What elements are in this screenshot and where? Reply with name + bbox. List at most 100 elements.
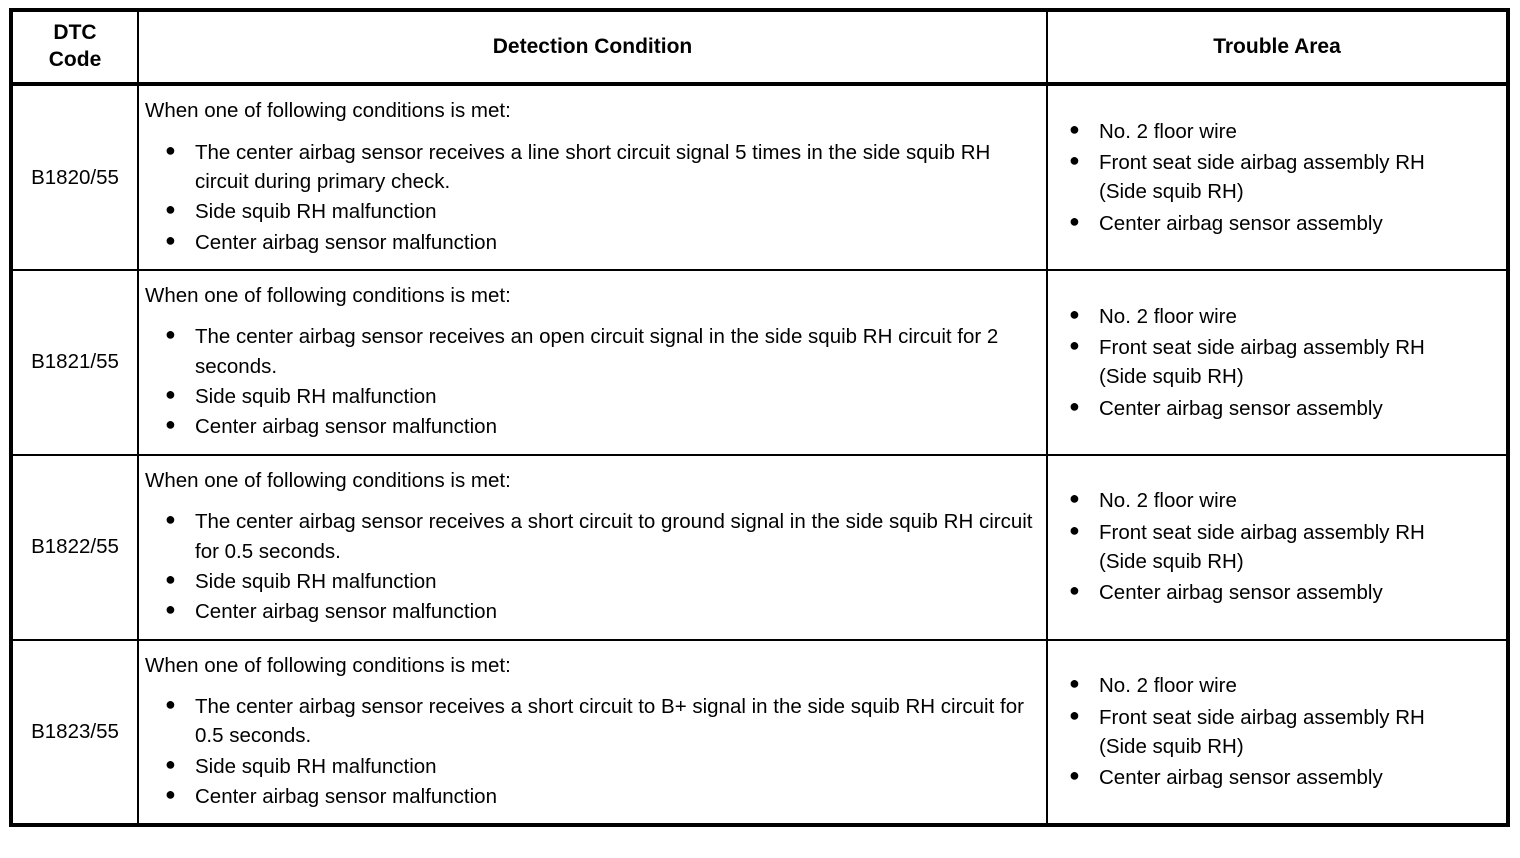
trouble-area-text: No. 2 floor wire bbox=[1099, 489, 1237, 513]
trouble-area-text: Center airbag sensor assembly bbox=[1099, 211, 1383, 235]
detection-condition-text: Center airbag sensor malfunction bbox=[195, 415, 497, 439]
detection-condition-text: Center airbag sensor malfunction bbox=[195, 785, 497, 809]
detection-condition-item: ●Side squib RH malfunction bbox=[165, 382, 1036, 411]
trouble-area-item: ●Front seat side airbag assembly RH(Side… bbox=[1069, 518, 1498, 577]
detection-condition-item: ● The center airbag sensor receives a sho… bbox=[165, 507, 1036, 566]
bullet-icon: ● bbox=[165, 509, 176, 530]
trouble-area-item: ● Center airbag sensor assembly bbox=[1069, 578, 1498, 607]
table-row: B1820/55 When one of following conditions… bbox=[11, 84, 1508, 270]
bullet-icon: ● bbox=[165, 753, 176, 774]
bullet-icon: ● bbox=[165, 139, 176, 160]
header-row: DTC Code Detection Condition Trouble Are… bbox=[11, 10, 1508, 86]
trouble-area-text: Front seat side airbag assembly RH bbox=[1099, 705, 1425, 729]
bullet-icon: ● bbox=[1069, 704, 1080, 725]
detection-condition-cell: When one of following conditions is met:… bbox=[138, 84, 1048, 270]
trouble-area-item: ● No. 2 floor wire bbox=[1069, 302, 1498, 331]
detection-condition-text: The center airbag sensor receives a line… bbox=[195, 140, 991, 193]
detection-condition-item: ●Center airbag sensor malfunction bbox=[165, 597, 1036, 626]
dtc-code-cell: B1822/55 bbox=[11, 453, 139, 640]
bullet-icon: ● bbox=[1069, 150, 1080, 171]
bullet-icon: ● bbox=[1069, 118, 1080, 139]
trouble-area-list: ● No. 2 floor wire ● Front seat side airbag… bbox=[1069, 302, 1498, 423]
bullet-icon: ● bbox=[1069, 303, 1080, 324]
dtc-code-cell: B1820/55 bbox=[11, 84, 139, 270]
column-header-dtc-code-line2: Code bbox=[48, 48, 102, 71]
trouble-area-item: ● No. 2 floor wire bbox=[1069, 671, 1498, 700]
table-header: DTC Code Detection Condition Trouble Are… bbox=[11, 10, 1508, 86]
trouble-area-list: ● No. 2 floor wire ● Front seat side airbag… bbox=[1069, 671, 1498, 792]
detection-condition-list: ● The center airbag sensor receives a sho… bbox=[165, 692, 1036, 811]
trouble-area-item: ●Center airbag sensor assembly bbox=[1069, 394, 1498, 423]
detection-condition-item: ● Center airbag sensor malfunction bbox=[165, 782, 1036, 811]
dtc-code-value: B1820/55 bbox=[31, 165, 119, 189]
trouble-area-subline: (Side squib RH) bbox=[1099, 365, 1244, 389]
dtc-code-value: B1823/55 bbox=[31, 720, 119, 744]
trouble-area-item: ● No. 2 floor wire bbox=[1069, 486, 1498, 515]
trouble-area-text: Front seat side airbag assembly RH bbox=[1099, 151, 1425, 175]
table-row: B1821/55 When one of following conditions… bbox=[11, 268, 1508, 455]
detection-condition-text: Side squib RH malfunction bbox=[195, 569, 437, 593]
dtc-code-value: B1821/55 bbox=[31, 350, 119, 374]
detection-condition-text: The center airbag sensor receives an ope… bbox=[195, 325, 999, 378]
bullet-icon: ● bbox=[1069, 210, 1080, 231]
detection-condition-cell: When one of following conditions is met:… bbox=[138, 453, 1048, 640]
detection-intro-text: When one of following conditions is met: bbox=[145, 653, 511, 677]
trouble-area-subline: (Side squib RH) bbox=[1099, 180, 1244, 204]
trouble-area-text: Front seat side airbag assembly RH bbox=[1099, 335, 1425, 359]
trouble-area-cell: ● No. 2 floor wire ● Front seat side airbag… bbox=[1047, 268, 1508, 455]
trouble-area-text: Center airbag sensor assembly bbox=[1099, 581, 1383, 605]
trouble-area-item: ● Front seat side airbag assembly RH (Side… bbox=[1069, 333, 1498, 392]
detection-condition-text: Side squib RH malfunction bbox=[195, 385, 437, 409]
column-header-dtc-code-line1: DTC bbox=[53, 21, 97, 45]
trouble-area-subline: (Side squib RH) bbox=[1099, 550, 1244, 574]
detection-condition-text: The center airbag sensor receives a shor… bbox=[195, 695, 1024, 748]
bullet-icon: ● bbox=[1069, 488, 1080, 509]
trouble-area-item: ● Front seat side airbag assembly RH (Side… bbox=[1069, 703, 1498, 762]
bullet-icon: ● bbox=[165, 599, 176, 620]
column-header-dtc-code: DTC Code bbox=[11, 10, 139, 86]
bullet-icon: ● bbox=[165, 229, 176, 250]
detection-condition-text: Center airbag sensor malfunction bbox=[195, 230, 497, 254]
dtc-code-cell: B1823/55 bbox=[11, 638, 139, 826]
dtc-detection-table: DTC Code Detection Condition Trouble Are… bbox=[9, 8, 1510, 828]
detection-condition-cell: When one of following conditions is met:… bbox=[138, 268, 1048, 455]
column-header-trouble-area: Trouble Area bbox=[1047, 10, 1508, 86]
table-row: B1823/55 When one of following conditions… bbox=[11, 638, 1508, 826]
trouble-area-item: ● Center airbag sensor assembly bbox=[1069, 209, 1498, 238]
bullet-icon: ● bbox=[165, 568, 176, 589]
trouble-area-cell: ● No. 2 floor wire ● Front seat side airbag… bbox=[1047, 84, 1508, 270]
trouble-area-subline: (Side squib RH) bbox=[1099, 734, 1244, 758]
detection-condition-item: ● Center airbag sensor malfunction bbox=[165, 228, 1036, 257]
detection-condition-item: ● The center airbag sensor receives a lin… bbox=[165, 138, 1036, 197]
detection-condition-list: ● The center airbag sensor receives a lin… bbox=[165, 138, 1036, 257]
bullet-icon: ● bbox=[1069, 580, 1080, 601]
trouble-area-list: ● No. 2 floor wire ● Front seat side airbag… bbox=[1069, 117, 1498, 238]
bullet-icon: ● bbox=[1069, 334, 1080, 355]
dtc-code-cell: B1821/55 bbox=[11, 268, 139, 455]
detection-condition-item: ● The center airbag sensor receives a sho… bbox=[165, 692, 1036, 751]
dtc-code-value: B1822/55 bbox=[31, 535, 119, 559]
bullet-icon: ● bbox=[1069, 395, 1080, 416]
trouble-area-text: No. 2 floor wire bbox=[1099, 304, 1237, 328]
bullet-icon: ● bbox=[1069, 765, 1080, 786]
table-row: B1822/55 When one of following conditions… bbox=[11, 453, 1508, 640]
bullet-icon: ● bbox=[165, 199, 176, 220]
bullet-icon: ● bbox=[1069, 673, 1080, 694]
trouble-area-text: No. 2 floor wire bbox=[1099, 674, 1237, 698]
trouble-area-item: ● No. 2 floor wire bbox=[1069, 117, 1498, 146]
detection-condition-list: ● The center airbag sensor receives a sho… bbox=[165, 507, 1036, 626]
detection-condition-item: ● Side squib RH malfunction bbox=[165, 567, 1036, 596]
bullet-icon: ● bbox=[165, 694, 176, 715]
detection-condition-list: ● The center airbag sensor receives an op… bbox=[165, 322, 1036, 441]
detection-intro-text: When one of following conditions is met: bbox=[145, 283, 511, 307]
trouble-area-item: ● Front seat side airbag assembly RH (Side… bbox=[1069, 148, 1498, 207]
trouble-area-text: No. 2 floor wire bbox=[1099, 119, 1237, 143]
detection-condition-item: ●Side squib RH malfunction bbox=[165, 197, 1036, 226]
trouble-area-item: ●Center airbag sensor assembly bbox=[1069, 763, 1498, 792]
bullet-icon: ● bbox=[165, 414, 176, 435]
detection-condition-text: The center airbag sensor receives a shor… bbox=[195, 510, 1033, 563]
column-header-detection-condition: Detection Condition bbox=[138, 10, 1048, 86]
bullet-icon: ● bbox=[165, 784, 176, 805]
